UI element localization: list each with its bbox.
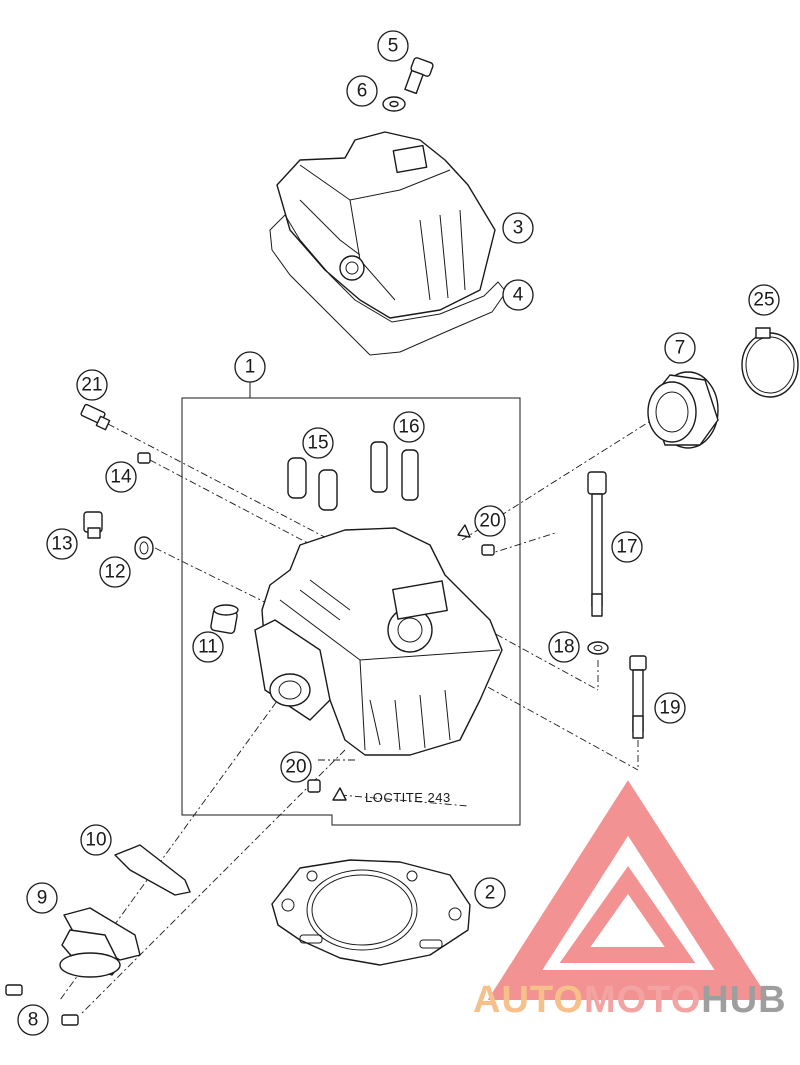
svg-text:3: 3 [513, 218, 524, 239]
sleeve-11-part [210, 604, 239, 634]
intake-flange-part [647, 371, 719, 449]
svg-text:21: 21 [81, 375, 102, 396]
svg-text:7: 7 [675, 338, 686, 359]
valve-cover-part [276, 131, 496, 319]
watermark-text-moto: MOTO [584, 979, 701, 1021]
seal-ring-12-part [134, 536, 154, 560]
screw-plug-13-part [83, 511, 103, 539]
callout-17: 17 [611, 531, 643, 563]
hose-clamp-part [741, 327, 799, 398]
callout-11: 11 [192, 631, 224, 663]
valve-guide-15-part [287, 457, 338, 511]
svg-text:13: 13 [51, 534, 72, 555]
cylinder-head-part [254, 527, 503, 756]
svg-text:1: 1 [245, 357, 256, 378]
dowel-20b-part [307, 779, 347, 801]
bolt-19-part [629, 655, 647, 739]
svg-text:16: 16 [398, 417, 419, 438]
callout-10: 10 [80, 824, 112, 856]
svg-text:6: 6 [357, 81, 368, 102]
loctite-note: LOCTITE 243 [365, 790, 451, 805]
svg-text:4: 4 [513, 285, 524, 306]
watermark-logo-icon [487, 780, 770, 1000]
svg-text:25: 25 [753, 290, 774, 311]
callout-2: 2 [474, 877, 506, 909]
callout-15: 15 [302, 427, 334, 459]
svg-text:14: 14 [110, 467, 132, 488]
svg-text:5: 5 [388, 36, 399, 57]
intake-manifold-part [59, 907, 141, 978]
callout-14: 14 [105, 461, 137, 493]
callout-20-bottom: 20 [280, 751, 312, 783]
dowel-20-part [457, 524, 495, 556]
watermark-text-auto: AUTO [473, 979, 584, 1021]
plug-14-part [137, 452, 151, 464]
intake-gasket-part [114, 844, 191, 896]
svg-text:12: 12 [104, 562, 125, 583]
svg-text:20: 20 [479, 511, 500, 532]
callout-7: 7 [664, 332, 696, 364]
long-bolt-17-part [587, 471, 607, 617]
screw-8-part [5, 984, 79, 1026]
callout-12: 12 [99, 556, 131, 588]
callout-6: 6 [346, 75, 378, 107]
callout-1: 1 [234, 351, 266, 383]
svg-text:15: 15 [307, 433, 328, 454]
bolt-21-part [80, 403, 111, 431]
callout-8: 8 [17, 1004, 49, 1036]
watermark-text: AUTOMOTOHUB [473, 979, 787, 1021]
bolt-part [404, 57, 434, 95]
callout-3: 3 [502, 212, 534, 244]
svg-text:8: 8 [28, 1010, 39, 1031]
valve-guide-16-part [370, 441, 419, 501]
callout-5: 5 [377, 30, 409, 62]
callout-9: 9 [26, 882, 58, 914]
svg-text:9: 9 [37, 888, 48, 909]
callout-25: 25 [748, 284, 780, 316]
svg-text:11: 11 [198, 637, 218, 658]
head-gasket-part [271, 859, 471, 966]
callout-19: 19 [654, 692, 686, 724]
callout-21: 21 [76, 369, 108, 401]
callout-16: 16 [393, 411, 425, 443]
washer-part [382, 96, 406, 112]
svg-text:18: 18 [553, 637, 574, 658]
callout-4: 4 [502, 279, 534, 311]
svg-text:2: 2 [485, 883, 496, 904]
svg-text:19: 19 [659, 698, 680, 719]
callout-18: 18 [548, 631, 580, 663]
svg-text:17: 17 [616, 537, 637, 558]
callout-20-top: 20 [474, 505, 506, 537]
svg-text:10: 10 [85, 830, 106, 851]
callout-13: 13 [46, 528, 78, 560]
svg-text:20: 20 [285, 757, 306, 778]
assembly-box [181, 397, 521, 826]
washer-18-part [587, 641, 609, 655]
watermark-text-hub: HUB [701, 979, 786, 1021]
